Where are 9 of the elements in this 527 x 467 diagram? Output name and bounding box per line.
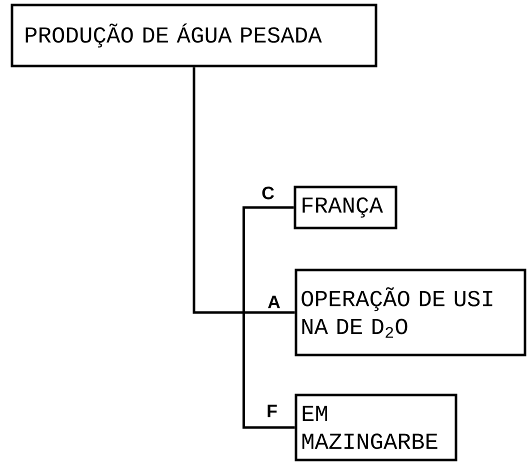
box: EM MAZINGARBE [294, 394, 458, 462]
box: OPERAÇÃO DE USI NA DE D$_{2}$O [294, 268, 526, 356]
box: FRANÇA [294, 186, 398, 230]
branch-letter: C [262, 186, 274, 200]
connector-line [192, 67, 295, 314]
connector-line [242, 206, 295, 429]
box: PRODUÇÃO DE ÁGUA PESADA [10, 4, 378, 68]
branch-letter: F [268, 404, 277, 418]
branch-letter: A [268, 296, 280, 308]
